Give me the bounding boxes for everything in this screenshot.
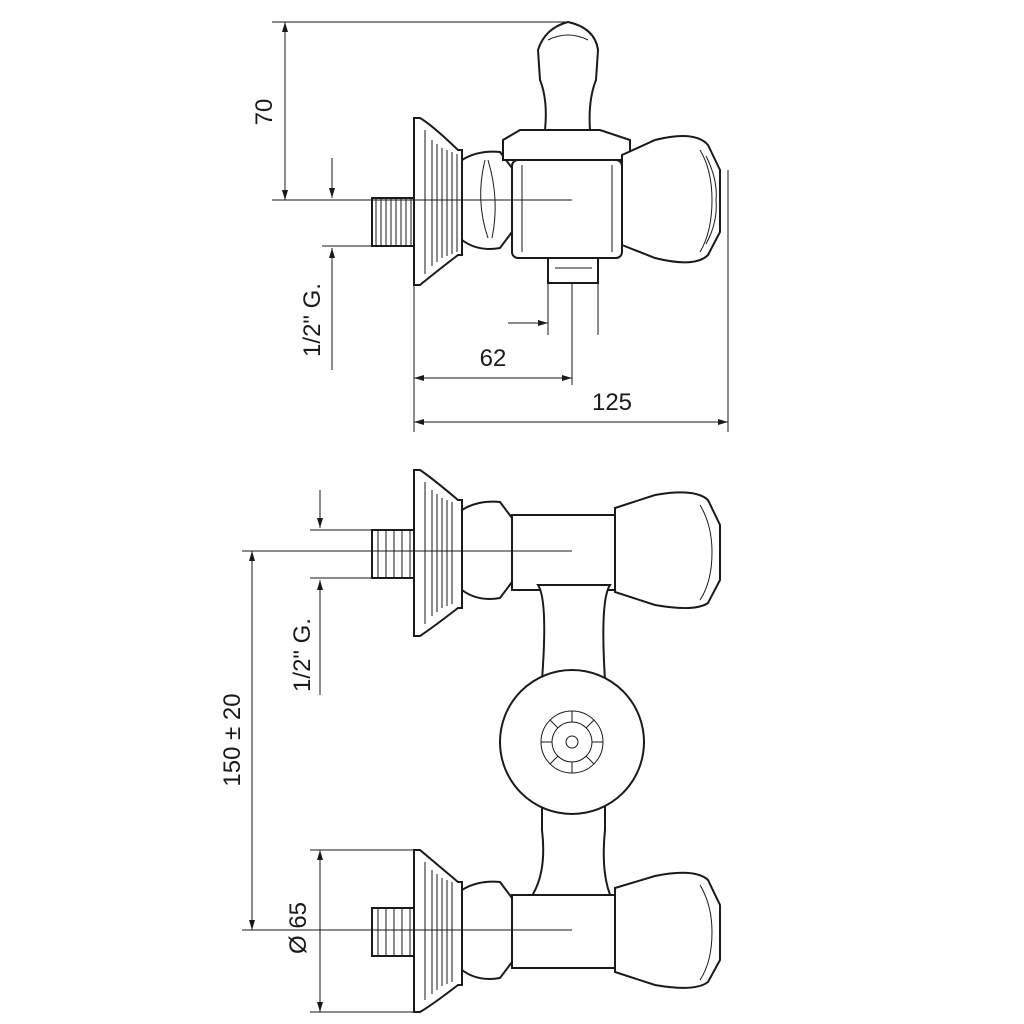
dim-62-label: 62	[480, 345, 507, 372]
front-knob-lower	[614, 871, 721, 989]
dim-70: 70	[251, 21, 568, 200]
dim-62: 62	[414, 283, 599, 385]
dim-125-label: 125	[592, 389, 632, 416]
dim-diameter-65: Ø 65	[285, 849, 414, 1013]
side-escutcheon	[413, 117, 463, 286]
side-cap-knob	[621, 135, 721, 264]
side-inlet-thread	[371, 197, 415, 247]
dim-inlet-front-label: 1/2" G.	[289, 618, 316, 692]
front-rosette-disk	[499, 669, 645, 815]
dim-center-distance: 150 ± 20	[219, 551, 255, 930]
front-escutcheon-upper	[413, 469, 463, 637]
dim-inlet-front: 1/2" G.	[289, 490, 372, 695]
dim-inlet-side-label: 1/2" G.	[299, 283, 326, 357]
dim-center-distance-label: 150 ± 20	[219, 693, 246, 786]
front-nut-upper	[461, 500, 513, 600]
front-inlet-thread-lower	[371, 907, 415, 957]
front-knob-upper	[614, 491, 721, 609]
side-view	[272, 20, 721, 286]
dim-70-label: 70	[251, 99, 278, 126]
dim-diameter-65-label: Ø 65	[285, 902, 312, 954]
front-arm-upper	[511, 514, 616, 591]
front-escutcheon-lower	[413, 849, 463, 1013]
dim-inlet-side: 1/2" G.	[299, 158, 414, 370]
front-view	[242, 469, 721, 1013]
front-arm-lower	[511, 894, 616, 969]
front-inlet-thread-upper	[371, 529, 415, 579]
side-valve-body	[502, 20, 631, 284]
dim-125: 125	[413, 118, 729, 432]
